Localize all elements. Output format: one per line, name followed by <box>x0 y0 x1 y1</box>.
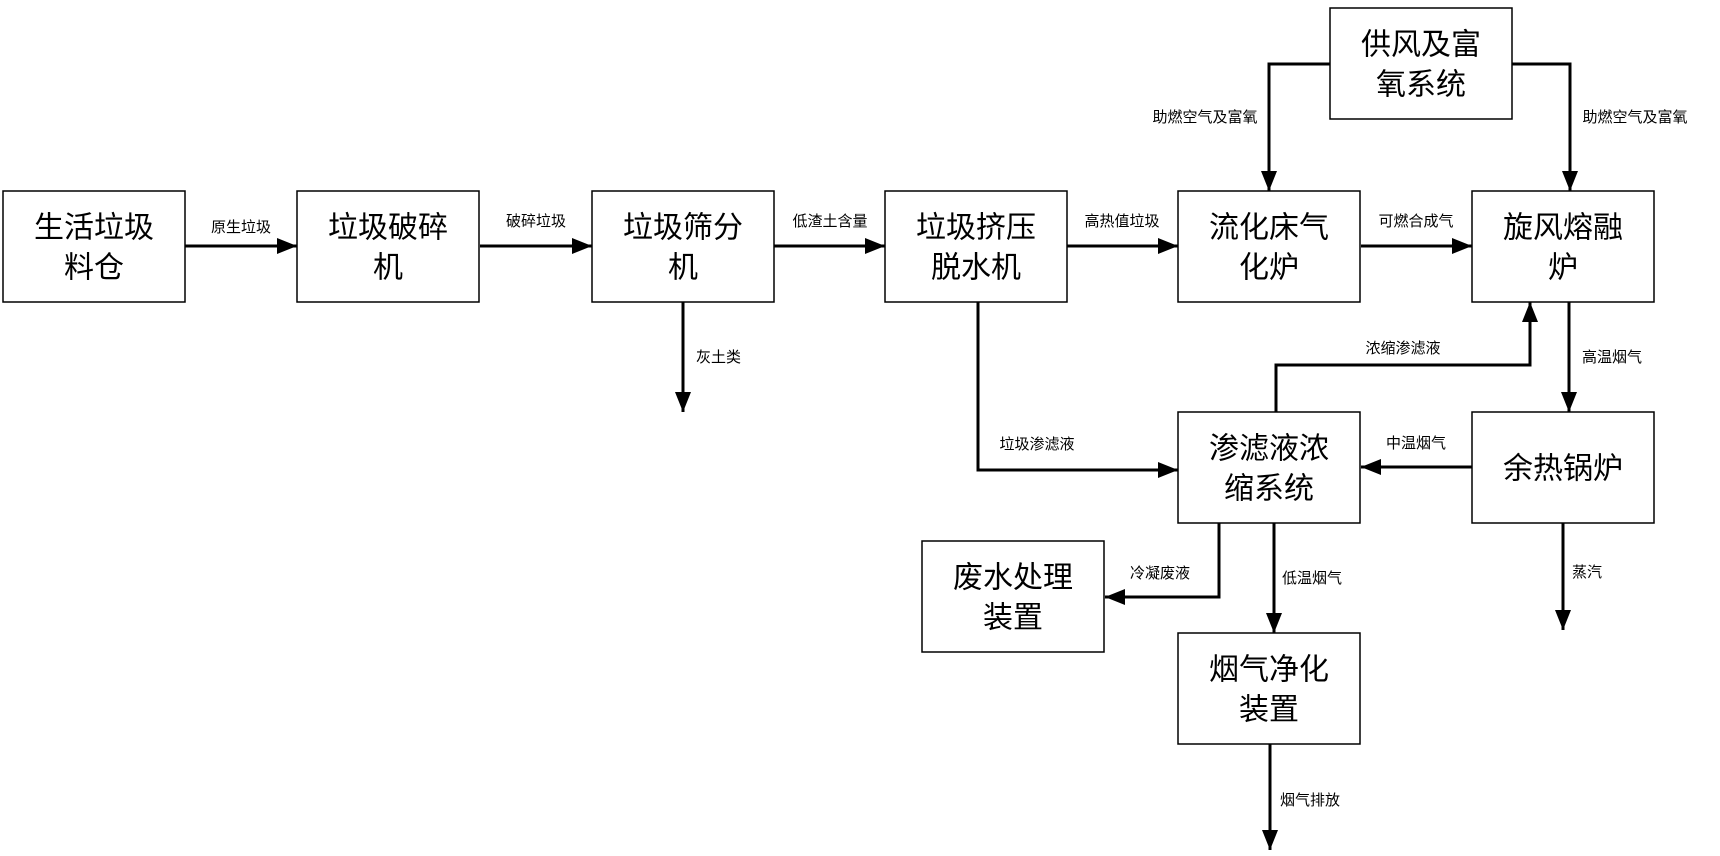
edge-screen-to-press: 低渣土含量 <box>774 212 885 254</box>
edge-label: 蒸汽 <box>1572 563 1602 581</box>
edge-fluegas-to-out: 烟气排放 <box>1262 743 1340 850</box>
edge-gasifier-to-melter: 可燃合成气 <box>1361 212 1472 254</box>
node-label: 垃圾挤压 <box>916 211 1036 246</box>
edge-air-to-gasifier: 助燃空气及富氧 <box>1152 62 1330 191</box>
node-label: 机 <box>668 251 698 286</box>
edge-label: 破碎垃圾 <box>506 212 566 230</box>
node-label: 旋风熔融 <box>1503 211 1623 246</box>
node-label: 烟气净化 <box>1209 653 1329 688</box>
edge-label: 灰土类 <box>696 348 741 366</box>
node-box <box>1177 632 1361 745</box>
edge-boiler-to-out: 蒸汽 <box>1555 522 1602 630</box>
node-label: 装置 <box>983 601 1043 636</box>
node-box <box>1177 190 1361 303</box>
edge-leachate-to-wastewater: 冷凝废液 <box>1105 522 1221 605</box>
edge-bin-to-crusher: 原生垃圾 <box>185 218 297 254</box>
edge-press-to-gasifier: 高热值垃圾 <box>1067 212 1178 254</box>
edge-label: 浓缩渗滤液 <box>1365 339 1440 357</box>
edge-label: 中温烟气 <box>1386 434 1446 452</box>
node-label: 化炉 <box>1239 251 1299 286</box>
node-label: 缩系统 <box>1224 472 1314 507</box>
arrow-line <box>1261 62 1330 191</box>
node-label: 生活垃圾 <box>34 211 154 246</box>
edge-label: 原生垃圾 <box>211 218 271 236</box>
edge-leachate-to-melter: 浓缩渗滤液 <box>1274 302 1538 412</box>
node-label: 装置 <box>1239 693 1299 728</box>
edge-label: 低渣土含量 <box>792 212 867 230</box>
arrow-line <box>1105 522 1221 605</box>
edge-leachate-to-fluegas: 低温烟气 <box>1266 522 1342 633</box>
arrow-line <box>1512 62 1578 191</box>
edge-air-to-melter: 助燃空气及富氧 <box>1512 62 1688 191</box>
node-label: 垃圾筛分 <box>623 211 743 246</box>
edge-melter-to-boiler: 高温烟气 <box>1561 302 1642 412</box>
node-label: 料仓 <box>64 251 124 286</box>
edge-label: 低温烟气 <box>1282 569 1342 587</box>
node-label: 废水处理 <box>953 561 1073 596</box>
edge-screen-to-out: 灰土类 <box>675 302 741 412</box>
edge-label: 垃圾渗滤液 <box>999 435 1074 453</box>
arrow-line <box>1274 302 1538 412</box>
node-box <box>1177 411 1361 524</box>
node-label: 脱水机 <box>931 251 1021 286</box>
node-label: 垃圾破碎 <box>328 211 448 246</box>
node-label: 流化床气 <box>1209 211 1329 246</box>
node-label: 渗滤液浓 <box>1209 432 1329 467</box>
node-label: 氧系统 <box>1376 68 1466 103</box>
node-box <box>2 190 186 303</box>
node-label: 供风及富 <box>1361 28 1481 63</box>
edge-label: 高温烟气 <box>1582 348 1642 366</box>
node-boiler: 余热锅炉 <box>1471 411 1655 524</box>
edge-label: 助燃空气及富氧 <box>1152 108 1257 126</box>
edge-press-to-leachate: 垃圾渗滤液 <box>976 302 1178 478</box>
edge-crusher-to-screen: 破碎垃圾 <box>480 212 592 254</box>
edge-label: 烟气排放 <box>1280 791 1340 809</box>
edge-label: 高热值垃圾 <box>1084 212 1159 230</box>
node-label: 机 <box>373 251 403 286</box>
edge-label: 冷凝废液 <box>1130 564 1190 582</box>
node-box <box>1471 411 1655 524</box>
edge-label: 助燃空气及富氧 <box>1582 108 1687 126</box>
node-label: 炉 <box>1548 251 1578 286</box>
node-box <box>884 190 1068 303</box>
node-box <box>296 190 480 303</box>
node-box <box>921 540 1105 653</box>
node-box <box>1329 7 1513 120</box>
node-label: 余热锅炉 <box>1503 452 1623 487</box>
edge-boiler-to-leachate: 中温烟气 <box>1361 434 1472 475</box>
node-box <box>1471 190 1655 303</box>
node-box <box>591 190 775 303</box>
edge-label: 可燃合成气 <box>1378 212 1453 230</box>
arrow-line <box>976 302 1178 478</box>
